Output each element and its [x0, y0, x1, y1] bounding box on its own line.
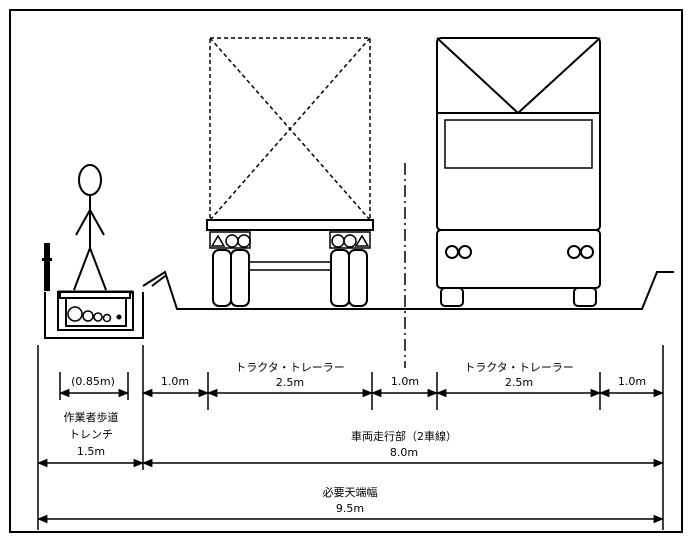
bollard: [42, 243, 52, 291]
trench: [57, 290, 134, 331]
sidewalk-title-line2: トレンチ: [69, 428, 113, 441]
trailer-left-label: トラクタ・トレーラー: [235, 361, 345, 374]
ground-profile: [44, 270, 674, 339]
dimension-arrows: [36, 388, 665, 524]
extension-lines: [37, 345, 664, 530]
trailer-left: [206, 37, 374, 307]
gap-center-label: 1.0m: [391, 375, 419, 388]
cable-pipes: [67, 306, 122, 323]
gap-left-label: 1.0m: [161, 375, 189, 388]
sidewalk-width: 1.5m: [77, 445, 105, 458]
tractor-right: [436, 37, 601, 307]
diagram-frame: [9, 9, 683, 533]
gap-right-label: 1.0m: [618, 375, 646, 388]
trailer-left-width: 2.5m: [276, 376, 304, 389]
sidewalk-inner-label: (0.85m): [71, 375, 115, 388]
roadway-width: 8.0m: [390, 446, 418, 459]
dimension-ticks: [59, 372, 601, 410]
total-label: 必要天端幅: [323, 486, 378, 499]
roadway-label: 車両走行部（2車線）: [351, 429, 457, 443]
sidewalk-title-line1: 作業者歩道: [64, 410, 119, 424]
total-width: 9.5m: [336, 502, 364, 515]
trailer-right-label: トラクタ・トレーラー: [464, 361, 574, 374]
worker-figure: [73, 164, 107, 291]
trailer-right-width: 2.5m: [505, 376, 533, 389]
